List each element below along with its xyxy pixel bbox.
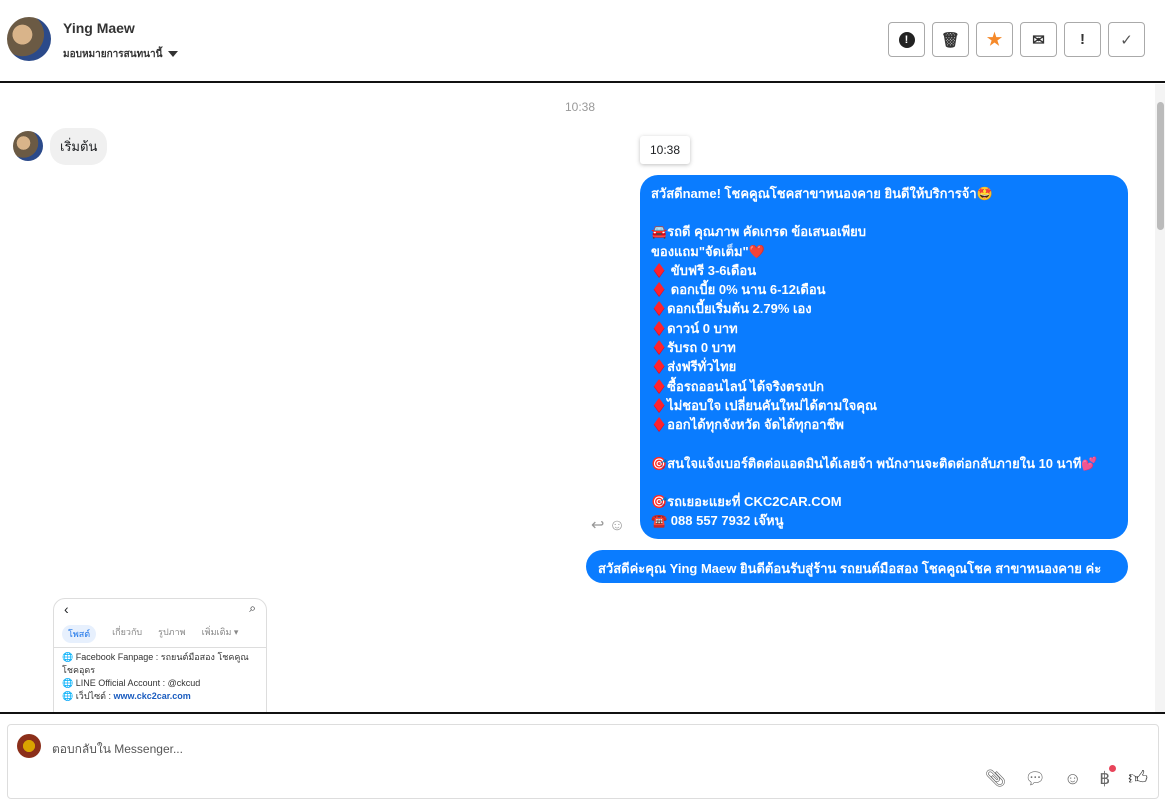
message-line: ♦️ ขับฟรี 3-6เดือน <box>651 262 757 278</box>
image-attachment[interactable]: ‹ ⌕ โพสต์ เกี่ยวกับ รูปภาพ เพิ่มเติม ▾ 🌐 … <box>53 598 267 712</box>
screenshot-tab: โพสต์ <box>62 625 97 643</box>
screenshot-tab: รูปภาพ <box>158 627 186 637</box>
scrollbar[interactable] <box>1155 84 1165 712</box>
message-line: ♦️ซื้อรถออนไลน์ ได้จริงตรงปก <box>651 378 824 394</box>
outgoing-message-greeting: สวัสดีname! โชคคูณโชคสาขาหนองคาย ยินดีให… <box>640 175 1128 540</box>
message-thread[interactable]: 10:38 เริ่มต้น 10:38 ↩ ☺ สวัสดีname! โชค… <box>0 84 1165 712</box>
assign-label: มอบหมายการสนทนานี้ <box>63 49 163 60</box>
screenshot-line: 🌐 LINE Official Account : @ckcud <box>62 678 201 688</box>
sender-avatar <box>13 131 43 161</box>
message-line: 🎯สนใจแจ้งเบอร์ติดต่อแอดมินได้เลยจ้า พนัก… <box>651 455 1098 471</box>
message-line <box>651 435 1117 454</box>
screenshot-line: 🌐 เว็ปไซต์ : www.ckc2car.com <box>62 690 258 703</box>
contact-avatar[interactable] <box>7 17 51 61</box>
message-line <box>651 203 1117 222</box>
alert-circle-icon: ! <box>898 31 915 48</box>
reply-input[interactable]: ตอบกลับใน Messenger... <box>52 742 183 756</box>
website-link: www.ckc2car.com <box>113 691 191 701</box>
exclamation-icon: ! <box>1080 31 1085 48</box>
reply-icon[interactable]: ↩ <box>591 517 605 534</box>
message-actions: ↩ ☺ <box>591 515 625 535</box>
saved-replies-icon[interactable]: 💬︎ <box>1024 768 1046 788</box>
done-button[interactable]: ✓ <box>1108 22 1145 57</box>
contact-name[interactable]: Ying Maew <box>63 20 135 36</box>
website-label: 🌐 เว็ปไซต์ : <box>62 691 114 701</box>
check-icon: ✓ <box>1120 31 1133 49</box>
message-line: 🚘รถดี คุณภาพ คัดเกรด ข้อเสนอเพียบ <box>651 224 867 240</box>
message-line: ♦️รับรถ 0 บาท <box>651 340 736 356</box>
envelope-icon: ✉ <box>1032 31 1045 49</box>
message-line: ♦️ดาวน์ 0 บาท <box>651 320 738 336</box>
mark-spam-button[interactable]: ! <box>888 22 925 57</box>
time-tooltip: 10:38 <box>640 136 691 164</box>
back-icon: ‹ <box>64 601 69 617</box>
message-line: ♦️ ดอกเบี้ย 0% นาน 6-12เดือน <box>651 282 826 298</box>
outgoing-message-welcome: สวัสดีค่ะคุณ Ying Maew ยินดีต้อนรับสู่ร้… <box>586 550 1128 583</box>
incoming-message: เริ่มต้น <box>50 128 108 165</box>
paperclip-icon[interactable]: 📎︎ <box>984 768 1007 788</box>
trash-icon: 🗑 <box>940 31 961 49</box>
assign-conversation-dropdown[interactable]: มอบหมายการสนทนานี้ <box>63 47 179 62</box>
caret-down-icon <box>168 51 179 58</box>
timestamp: 10:38 <box>565 100 596 114</box>
page-avatar <box>17 734 41 758</box>
message-line: ♦️ดอกเบี้ยเริ่มต้น 2.79% เอง <box>651 301 812 317</box>
search-icon: ⌕ <box>249 601 256 615</box>
thumbs-up-icon[interactable]: 👍︎ <box>1128 768 1148 789</box>
scrollbar-thumb[interactable] <box>1157 102 1164 230</box>
react-icon[interactable]: ☺ <box>608 517 626 534</box>
message-line: สวัสดีname! โชคคูณโชคสาขาหนองคาย ยินดีให… <box>651 186 993 201</box>
reply-composer[interactable]: ตอบกลับใน Messenger... 📎︎ 💬︎ ☺ ฿ 👍︎ <box>7 724 1159 799</box>
follow-up-button[interactable]: ! <box>1064 22 1101 57</box>
message-line: ของแถม"จัดเต็ม"❤️ <box>651 243 765 259</box>
conversation-header: Ying Maew มอบหมายการสนทนานี้ ! 🗑 ★ ✉ ! ✓ <box>0 0 1165 83</box>
message-line: ♦️ออกได้ทุกจังหวัด จัดได้ทุกอาชีพ <box>651 417 844 433</box>
divider <box>0 712 1165 714</box>
star-icon: ★ <box>986 29 1003 49</box>
payment-icon[interactable]: ฿ <box>1099 764 1116 788</box>
emoji-icon[interactable]: ☺ <box>1063 768 1082 788</box>
screenshot-tab: เกี่ยวกับ <box>112 627 143 637</box>
mark-unread-button[interactable]: ✉ <box>1020 22 1057 57</box>
message-line: 🎯รถเยอะแยะที่ CKC2CAR.COM <box>651 493 842 509</box>
delete-button[interactable]: 🗑 <box>932 22 969 57</box>
message-line: ♦️ส่งฟรีทั่วไทย <box>651 359 737 375</box>
message-line: ♦️ไม่ชอบใจ เปลี่ยนคันใหม่ได้ตามใจคุณ <box>651 397 878 413</box>
message-line: ☎️ 088 557 7932 เจ๊หนู <box>651 513 784 529</box>
star-button[interactable]: ★ <box>976 22 1013 57</box>
screenshot-tab: เพิ่มเติม ▾ <box>201 627 239 637</box>
screenshot-line: 🌐 Facebook Fanpage : รถยนต์มือสอง โชคคูณ… <box>62 652 249 675</box>
message-line <box>651 473 1117 492</box>
